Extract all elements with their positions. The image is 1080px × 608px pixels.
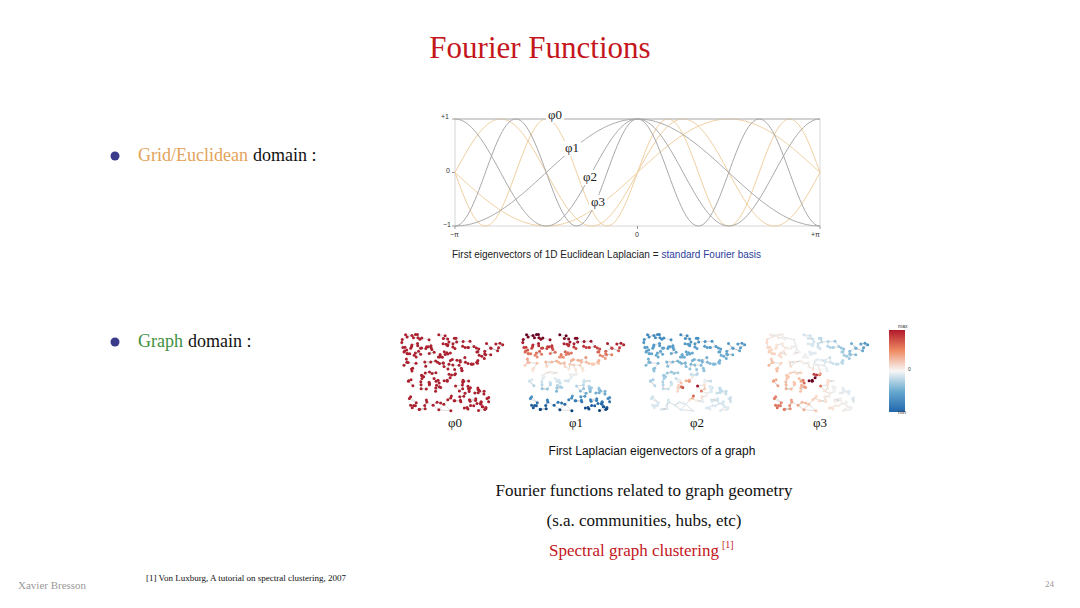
curve-label: φ0	[546, 108, 564, 123]
axis-tick: +1	[441, 113, 449, 121]
colorbar-tick: 0	[908, 367, 911, 373]
graph-eigenvector-maps	[400, 333, 869, 412]
map-label: φ2	[690, 416, 704, 431]
figure-caption: First Laplacian eigenvectors of a graph	[549, 445, 756, 459]
map-label: φ0	[448, 416, 462, 431]
page-number: 24	[1045, 579, 1054, 589]
graph-map	[642, 333, 746, 412]
highlight-text: Spectral graph clustering	[549, 541, 719, 561]
axis-tick: +π	[811, 231, 820, 239]
figure-caption: standard Fourier basis	[662, 249, 762, 261]
footnote: [1] Von Luxburg, A tutorial on spectral …	[146, 573, 346, 583]
colorbar	[889, 330, 905, 412]
colorbar-tick: max	[898, 324, 907, 330]
author-footer: Xavier Bresson	[18, 579, 86, 592]
domain-heading: domain :	[188, 331, 252, 352]
basis-curve	[455, 119, 820, 226]
slide-title: Fourier Functions	[429, 30, 650, 66]
fourier-plot	[452, 119, 820, 229]
basis-curve	[455, 119, 820, 226]
basis-curve	[455, 119, 820, 226]
map-label: φ3	[813, 416, 827, 431]
basis-curve	[455, 119, 820, 226]
bullet	[111, 338, 120, 347]
basis-curve	[455, 119, 820, 226]
axis-tick: 0	[446, 167, 450, 175]
bullet	[111, 152, 120, 161]
figure-caption: First eigenvectors of 1D Euclidean Lapla…	[452, 249, 659, 261]
map-label: φ1	[569, 416, 583, 431]
axis-tick: −π	[450, 231, 459, 239]
body-text: Fourier functions related to graph geome…	[496, 481, 793, 501]
graph-map	[521, 333, 625, 412]
axis-tick: 0	[635, 231, 639, 239]
curve-label: φ1	[563, 141, 581, 156]
curve-label: φ2	[581, 170, 599, 185]
curve-label: φ3	[589, 195, 607, 210]
graph-map	[400, 333, 504, 412]
body-text: (s.a. communities, hubs, etc)	[547, 511, 742, 531]
domain-heading: Graph	[138, 331, 183, 352]
axis-tick: −1	[443, 221, 451, 229]
domain-heading: Grid/Euclidean	[138, 145, 248, 166]
colorbar-tick: min	[898, 410, 906, 416]
basis-curve	[455, 119, 820, 226]
graph-map	[765, 333, 869, 412]
citation-mark: [1]	[722, 539, 734, 551]
domain-heading: domain :	[253, 145, 317, 166]
